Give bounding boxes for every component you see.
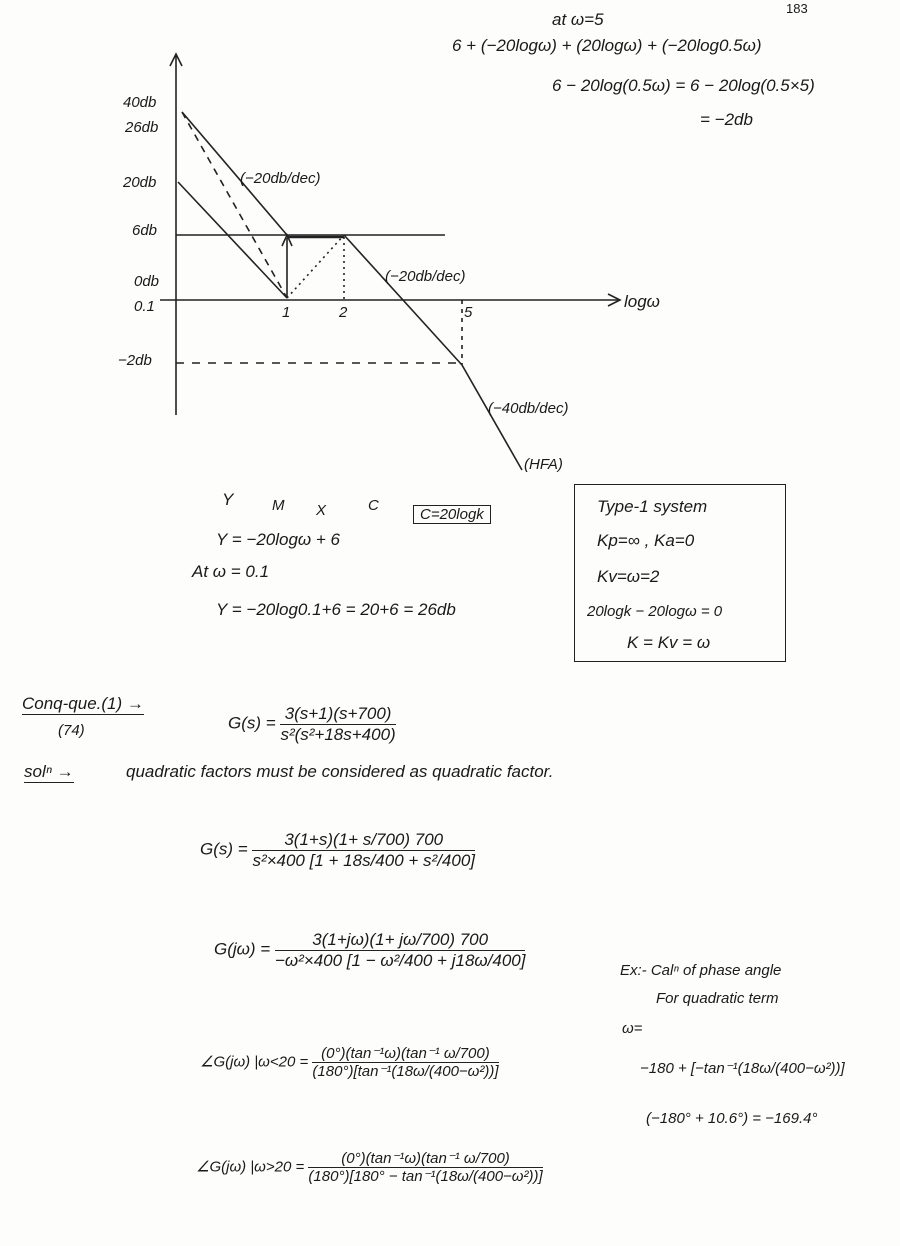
p1-lhs: ∠G(jω) |ω<20 = <box>200 1053 309 1071</box>
annotation-slope-1: (−20db/dec) <box>240 170 321 187</box>
g2-den: −ω²×400 [1 − ω²/400 + j18ω/400] <box>274 950 526 970</box>
y-label-0-1: 0.1 <box>134 298 155 315</box>
y-axis-arrow <box>169 52 183 67</box>
calc-line-1: at ω=5 <box>552 10 604 29</box>
calc-line-3: 6 − 20log(0.5ω) = 6 − 20log(0.5×5) <box>552 76 815 95</box>
g1-num: 3(1+s)(1+ s/700) 700 <box>252 830 476 851</box>
page-number: 183 <box>786 1 808 16</box>
p1-num: (0°)(tan⁻¹ω)(tan⁻¹ ω/700) <box>312 1045 499 1064</box>
y-label-40db: 40db <box>123 94 157 111</box>
gs-lhs: G(s) = <box>228 713 276 733</box>
y-label-26db: 26db <box>125 119 159 136</box>
gs-den: s²(s²+18s+400) <box>280 724 396 744</box>
x-label-2: 2 <box>339 304 348 321</box>
y-label-0db: 0db <box>134 273 160 290</box>
sol-label: solⁿ → <box>24 762 74 783</box>
header-c: C <box>368 497 379 514</box>
example-l2: For quadratic term <box>656 990 779 1007</box>
g1-den: s²×400 [1 + 18s/400 + s²/400] <box>252 850 476 870</box>
eq2: Y = −20log0.1+6 = 20+6 = 26db <box>216 600 456 619</box>
type-line-2: Kp=∞ , Ka=0 <box>597 531 695 550</box>
annotation-slope-2: (−20db/dec) <box>385 268 466 285</box>
p2-den: (180°)[180° − tan⁻¹(18ω/(400−ω²))] <box>308 1168 543 1186</box>
example-l1: Ex:- Calⁿ of phase angle <box>620 962 782 979</box>
p2-num: (0°)(tan⁻¹ω)(tan⁻¹ ω/700) <box>308 1150 543 1169</box>
annotation-hfa: (HFA) <box>524 456 563 473</box>
type-line-3: Kv=ω=2 <box>597 567 660 586</box>
calc-line-2: 6 + (−20logω) + (20logω) + (−20log0.5ω) <box>452 36 762 55</box>
annotation-slope-3: (−40db/dec) <box>488 400 569 417</box>
y-label-6db: 6db <box>132 222 158 239</box>
gs: G(s) = 3(s+1)(s+700)s²(s²+18s+400) <box>228 704 396 744</box>
p1-den: (180°)[tan⁻¹(18ω/(400−ω²))] <box>312 1063 499 1081</box>
x-axis-label: logω <box>624 292 660 311</box>
slope-20 <box>343 234 463 366</box>
type-line-4: 20logk − 20logω = 0 <box>587 603 723 620</box>
problem-label: Conq-que.(1) → <box>22 694 144 715</box>
example-l5: (−180° + 10.6°) = −169.4° <box>646 1110 818 1127</box>
type-box: Type-1 system Kp=∞ , Ka=0 Kv=ω=2 20logk … <box>574 484 786 662</box>
problem-sub: (74) <box>58 722 85 739</box>
p2-lhs: ∠G(jω) |ω>20 = <box>196 1158 305 1176</box>
slope-40 <box>461 364 523 471</box>
line-40db <box>181 111 288 236</box>
g2-lhs: G(jω) = <box>214 939 271 959</box>
header-x: X <box>316 502 327 519</box>
sol-text: quadratic factors must be considered as … <box>126 762 554 781</box>
x-axis-arrow <box>607 293 622 307</box>
eq-at: At ω = 0.1 <box>192 562 270 581</box>
x-label-1: 1 <box>282 304 291 321</box>
header-y: Y <box>222 490 234 509</box>
line-20db <box>177 181 288 299</box>
gs-num: 3(s+1)(s+700) <box>280 704 396 725</box>
phase2: ∠G(jω) |ω>20 = (0°)(tan⁻¹ω)(tan⁻¹ ω/700)… <box>196 1150 543 1186</box>
eq1: Y = −20logω + 6 <box>216 530 340 549</box>
calc-line-4: = −2db <box>700 110 753 129</box>
y-label-minus2db: −2db <box>118 352 152 369</box>
g2-num: 3(1+jω)(1+ jω/700) 700 <box>274 930 526 951</box>
header-m: M <box>272 497 285 514</box>
example-l4: −180 + [−tan⁻¹(18ω/(400−ω²))] <box>640 1060 845 1077</box>
y-label-20db: 20db <box>123 174 157 191</box>
c-box: C=20logk <box>413 505 491 525</box>
example-l3: ω= <box>622 1020 643 1037</box>
x-label-5: 5 <box>464 304 473 321</box>
g1-lhs: G(s) = <box>200 839 248 859</box>
g2: G(jω) = 3(1+jω)(1+ jω/700) 700−ω²×400 [1… <box>214 930 526 970</box>
type-line-1: Type-1 system <box>597 497 708 516</box>
bode-plot <box>160 52 622 471</box>
type-line-5: K = Kv = ω <box>627 633 711 652</box>
phase1: ∠G(jω) |ω<20 = (0°)(tan⁻¹ω)(tan⁻¹ ω/700)… <box>200 1045 499 1081</box>
